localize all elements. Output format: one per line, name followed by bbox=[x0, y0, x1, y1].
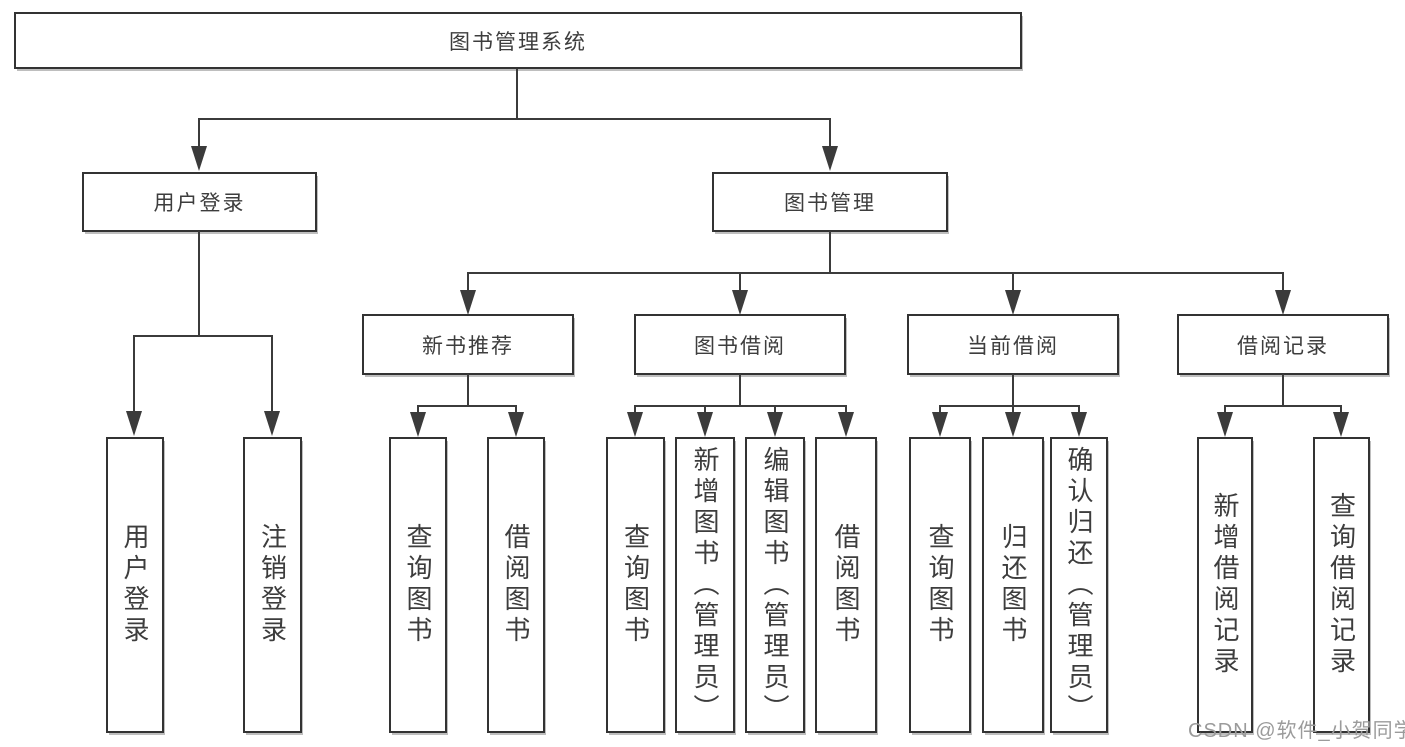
connector-drop-borrow-book-newrec bbox=[515, 405, 517, 414]
leaf-return-book: 归还图书 bbox=[982, 437, 1044, 733]
connector-drop-book-management bbox=[829, 118, 831, 148]
connector-level2-split bbox=[198, 118, 831, 120]
leaf-add-borrow-record: 新增借阅记录 bbox=[1197, 437, 1253, 733]
leaf-query-book-newrec: 查询图书 bbox=[389, 437, 447, 733]
connector-drop-borrow-book bbox=[845, 405, 847, 414]
connector-drop-query-book-current bbox=[939, 405, 941, 414]
connector-borrow-records-stub bbox=[1282, 374, 1284, 406]
connector-drop-query-book-borrow bbox=[634, 405, 636, 414]
connector-drop-return-book bbox=[1012, 405, 1014, 414]
connector-drop-current-borrow bbox=[1012, 272, 1014, 292]
leaf-logout: 注销登录 bbox=[243, 437, 302, 733]
node-book-borrow-label: 图书借阅 bbox=[694, 334, 786, 358]
arrow-down-borrow-book-newrec-icon bbox=[508, 412, 524, 437]
connector-new-book-split bbox=[417, 405, 517, 407]
arrow-down-borrow-records-icon bbox=[1275, 290, 1291, 315]
arrow-down-new-book-icon bbox=[460, 290, 476, 315]
node-new-book-recommend: 新书推荐 bbox=[362, 314, 574, 375]
connector-drop-query-record bbox=[1340, 405, 1342, 414]
connector-book-borrow-split bbox=[634, 405, 846, 407]
leaf-add-book-admin: 新增图书（管理员） bbox=[675, 437, 735, 733]
arrow-down-query-book-newrec-icon bbox=[410, 412, 426, 437]
connector-drop-new-book bbox=[467, 272, 469, 292]
connector-book-management-stub bbox=[829, 231, 831, 273]
node-book-borrow: 图书借阅 bbox=[634, 314, 846, 375]
leaf-add-book-admin-label: 新增图书（管理员） bbox=[690, 445, 720, 725]
node-user-login: 用户登录 bbox=[82, 172, 317, 232]
arrow-down-user-login-icon bbox=[191, 146, 207, 171]
arrow-down-confirm-return-icon bbox=[1071, 412, 1087, 437]
connector-drop-book-borrow bbox=[739, 272, 741, 292]
node-book-management-label: 图书管理 bbox=[784, 192, 876, 215]
connector-current-borrow-stub bbox=[1012, 374, 1014, 406]
connector-drop-user-login bbox=[198, 118, 200, 148]
arrow-down-edit-book-icon bbox=[767, 412, 783, 437]
connector-user-login-stub bbox=[198, 231, 200, 335]
connector-new-book-stub bbox=[467, 374, 469, 406]
leaf-add-borrow-record-label: 新增借阅记录 bbox=[1210, 492, 1240, 678]
connector-drop-borrow-records bbox=[1282, 272, 1284, 292]
arrow-down-current-borrow-icon bbox=[1005, 290, 1021, 315]
arrow-down-return-book-icon bbox=[1005, 412, 1021, 437]
leaf-confirm-return-admin-label: 确认归还（管理员） bbox=[1064, 445, 1094, 725]
node-borrow-records-label: 借阅记录 bbox=[1237, 334, 1329, 358]
arrow-down-add-record-icon bbox=[1217, 412, 1233, 437]
connector-borrow-records-split bbox=[1224, 405, 1342, 407]
leaf-query-book-borrow: 查询图书 bbox=[606, 437, 665, 733]
connector-drop-leaf-logout bbox=[271, 335, 273, 413]
node-user-login-label: 用户登录 bbox=[153, 192, 246, 215]
node-current-borrow-label: 当前借阅 bbox=[967, 334, 1059, 358]
node-current-borrow: 当前借阅 bbox=[907, 314, 1119, 375]
node-new-book-recommend-label: 新书推荐 bbox=[422, 334, 514, 358]
arrow-down-leaf-logout-icon bbox=[264, 411, 280, 436]
leaf-borrow-book-newrec: 借阅图书 bbox=[487, 437, 545, 733]
leaf-user-login-label: 用户登录 bbox=[120, 523, 150, 647]
node-book-management: 图书管理 bbox=[712, 172, 948, 232]
leaf-query-book-borrow-label: 查询图书 bbox=[620, 523, 651, 647]
connector-drop-confirm-return bbox=[1078, 405, 1080, 414]
leaf-query-book-current: 查询图书 bbox=[909, 437, 971, 733]
leaf-confirm-return-admin: 确认归还（管理员） bbox=[1050, 437, 1108, 733]
connector-current-borrow-split bbox=[939, 405, 1080, 407]
leaf-borrow-book-newrec-label: 借阅图书 bbox=[501, 523, 531, 647]
arrow-down-leaf-user-login-icon bbox=[126, 411, 142, 436]
leaf-borrow-book-label: 借阅图书 bbox=[831, 523, 861, 647]
connector-book-borrow-stub bbox=[739, 374, 741, 406]
leaf-query-book-newrec-label: 查询图书 bbox=[403, 523, 433, 647]
leaf-query-borrow-record-label: 查询借阅记录 bbox=[1326, 492, 1357, 678]
leaf-query-borrow-record: 查询借阅记录 bbox=[1313, 437, 1370, 733]
arrow-down-query-book-borrow-icon bbox=[627, 412, 643, 437]
node-borrow-records: 借阅记录 bbox=[1177, 314, 1389, 375]
arrow-down-book-borrow-icon bbox=[732, 290, 748, 315]
connector-level3-split bbox=[467, 272, 1284, 274]
leaf-logout-label: 注销登录 bbox=[257, 523, 288, 647]
arrow-down-borrow-book-icon bbox=[838, 412, 854, 437]
arrow-down-query-book-current-icon bbox=[932, 412, 948, 437]
connector-user-login-split bbox=[133, 335, 273, 337]
leaf-query-book-current-label: 查询图书 bbox=[925, 523, 955, 647]
connector-drop-query-book-newrec bbox=[417, 405, 419, 414]
leaf-return-book-label: 归还图书 bbox=[998, 523, 1028, 647]
arrow-down-book-management-icon bbox=[822, 146, 838, 171]
leaf-user-login: 用户登录 bbox=[106, 437, 164, 733]
node-root-label: 图书管理系统 bbox=[449, 30, 587, 54]
leaf-edit-book-admin: 编辑图书（管理员） bbox=[745, 437, 805, 733]
connector-drop-add-record bbox=[1224, 405, 1226, 414]
connector-drop-add-book bbox=[704, 405, 706, 414]
node-root: 图书管理系统 bbox=[14, 12, 1022, 69]
connector-drop-leaf-user-login bbox=[133, 335, 135, 413]
csdn-watermark: CSDN @软件_小贺同学 bbox=[1188, 720, 1405, 742]
arrow-down-query-record-icon bbox=[1333, 412, 1349, 437]
connector-root-stub bbox=[516, 69, 518, 118]
leaf-edit-book-admin-label: 编辑图书（管理员） bbox=[760, 445, 790, 725]
leaf-borrow-book: 借阅图书 bbox=[815, 437, 877, 733]
connector-drop-edit-book bbox=[774, 405, 776, 414]
arrow-down-add-book-icon bbox=[697, 412, 713, 437]
